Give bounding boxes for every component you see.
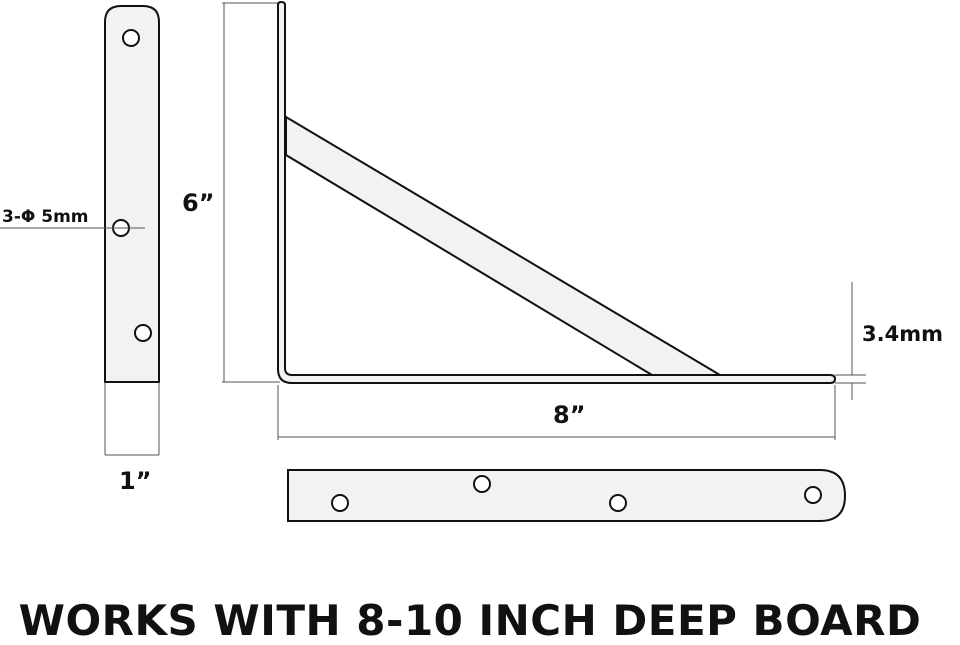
- bottom-hole-1: [331, 494, 349, 512]
- thickness-label: 3.4mm: [862, 322, 943, 346]
- bracket-side-view: [222, 0, 866, 440]
- horizontal-strip-view: [287, 469, 847, 522]
- l-bracket-profile: [277, 0, 837, 384]
- strip-hole-bottom: [134, 324, 152, 342]
- horizontal-strip: [287, 469, 847, 522]
- vertical-strip: [104, 5, 160, 383]
- diagonal-brace: [285, 115, 724, 376]
- width-label: 1”: [119, 467, 151, 495]
- bottom-hole-3: [609, 494, 627, 512]
- height-label: 6”: [182, 189, 214, 217]
- caption-text: WORKS WITH 8-10 INCH DEEP BOARD: [18, 596, 922, 645]
- length-label: 8”: [553, 401, 585, 429]
- hole-spec-label: 3-Φ 5mm: [2, 207, 89, 227]
- vertical-strip-view: [0, 5, 160, 456]
- bottom-hole-4: [804, 486, 822, 504]
- bottom-hole-2: [473, 475, 491, 493]
- strip-hole-top: [122, 29, 140, 47]
